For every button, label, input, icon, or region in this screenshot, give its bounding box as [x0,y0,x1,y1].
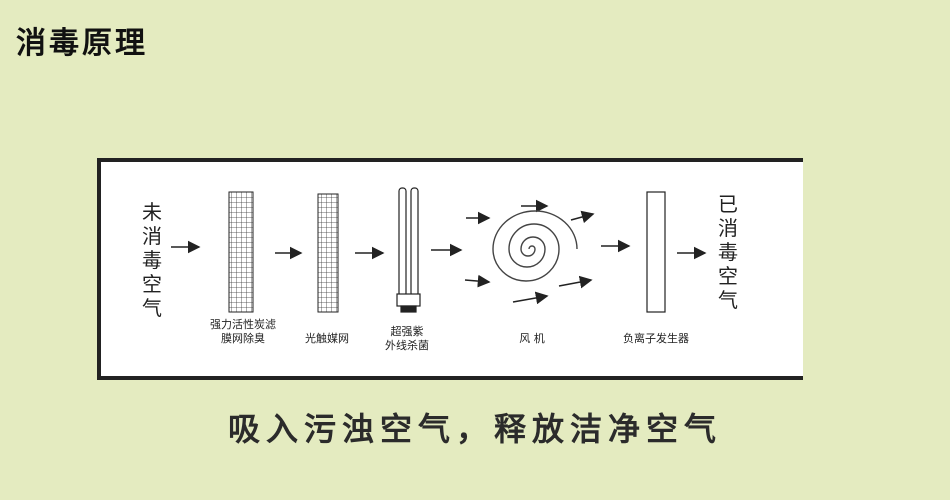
fan-spiral-icon [492,210,578,282]
stage-label-uv-lamp: 超强紫 外线杀菌 [385,325,429,352]
stage-label-carbon-filter: 强力活性炭滤 膜网除臭 [210,318,276,345]
output-air-label: 已消毒空气 [718,192,738,312]
arrow-icon [464,274,491,288]
stage-label-fan: 风 机 [519,332,545,345]
stage-label-ion-generator: 负离子发生器 [623,332,689,345]
photocatalyst-grid [317,193,339,313]
arrow-icon [558,275,593,289]
arrow-icon [570,210,595,224]
flow-arrows [171,199,707,305]
diagram-panel: 未消毒空气 已消毒空气 强力活性炭滤 膜网除臭 光触媒网 超强紫 外线杀菌 风 … [97,158,803,380]
input-air-label: 未消毒空气 [142,200,162,320]
stage-label-photocatalyst: 光触媒网 [305,332,349,345]
carbon-filter-grid [228,191,254,313]
ion-generator-icon [646,191,666,313]
slogan: 吸入污浊空气，释放洁净空气 [227,410,722,448]
diagram-canvas [171,187,707,313]
page-title: 消毒原理 [16,26,148,61]
uv-lamp-icon [396,187,421,313]
arrow-icon [512,291,549,305]
